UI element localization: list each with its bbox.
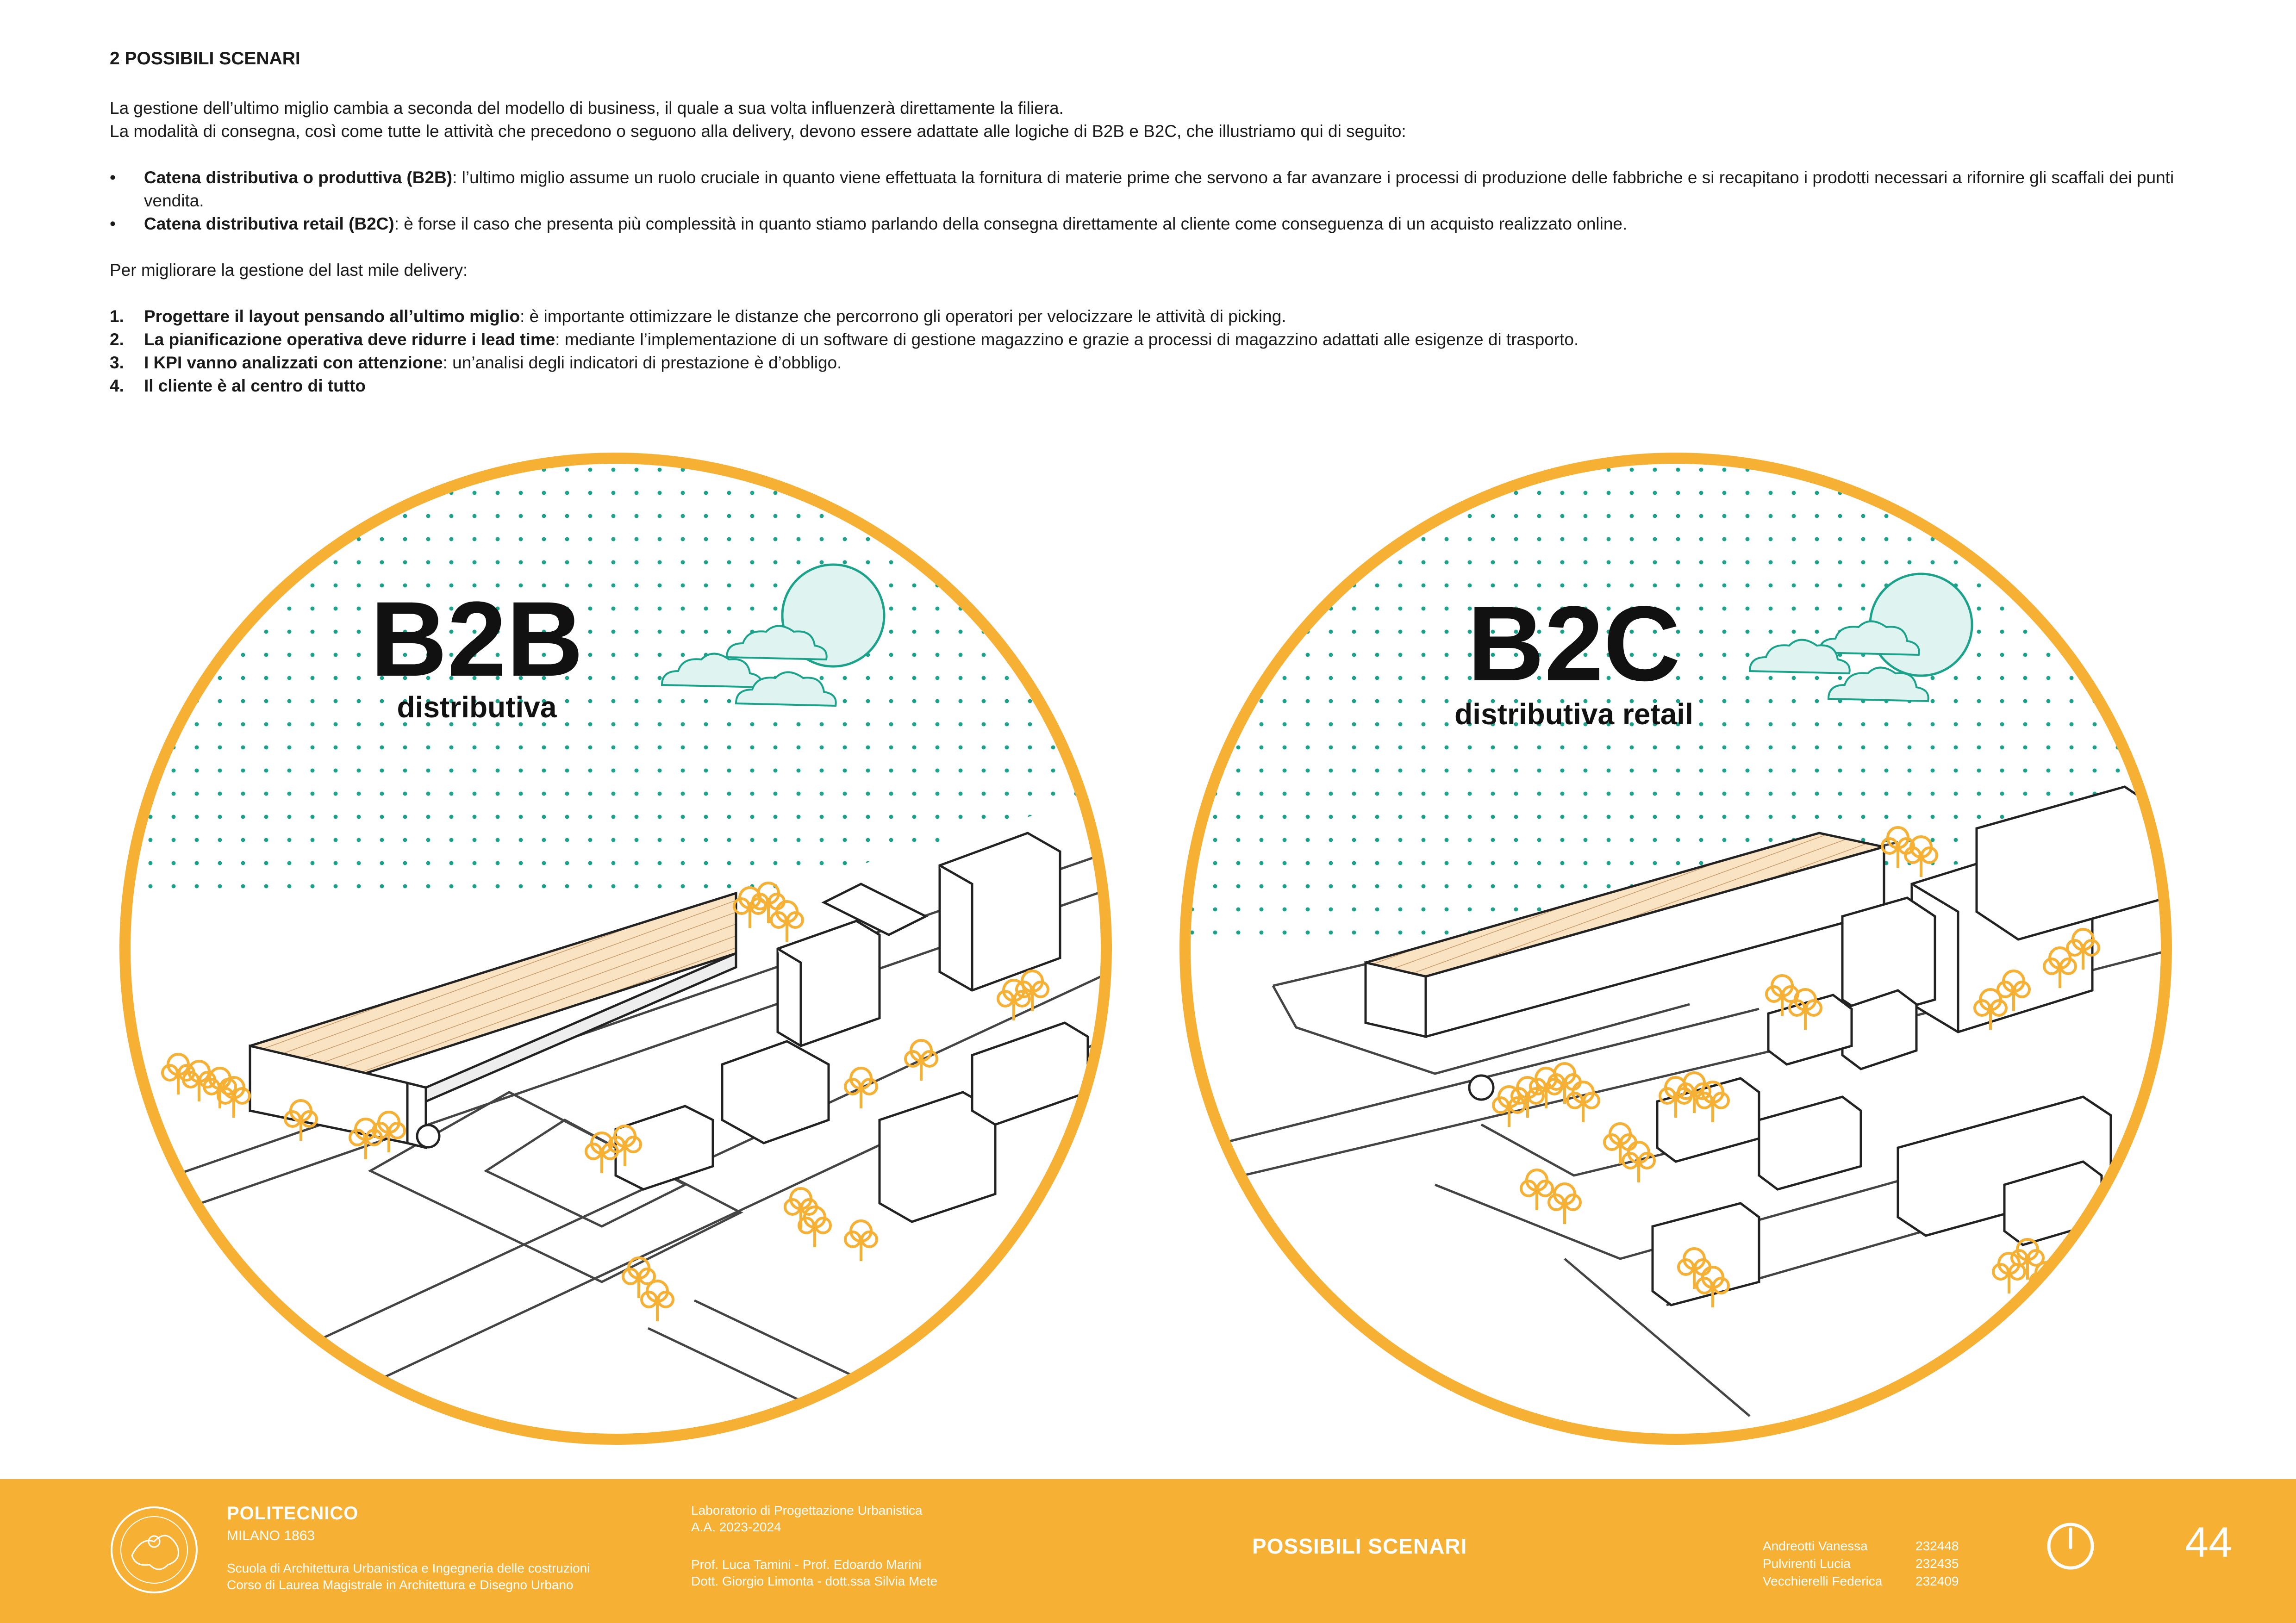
bullet-item: •Catena distributiva retail (B2C): è for… [110, 214, 1628, 233]
university-name: POLITECNICO [227, 1503, 359, 1524]
intro-line-2: La modalità di consegna, così come tutte… [110, 122, 1406, 141]
university-city: MILANO 1863 [227, 1528, 315, 1543]
bullet-item: •Catena distributiva o produttiva (B2B):… [110, 168, 2174, 210]
lab-name: Laboratorio di Progettazione Urbanistica [691, 1503, 923, 1517]
scene-title-b2b: B2B [370, 579, 583, 698]
improve-intro: Per migliorare la gestione del last mile… [110, 261, 468, 280]
intro-line-1: La gestione dell’ultimo miglio cambia a … [110, 99, 1064, 118]
professors-line-1: Prof. Luca Tamini - Prof. Edoardo Marini [691, 1557, 922, 1572]
step-item: 4.Il cliente è al centro di tutto [110, 376, 366, 395]
power-icon[interactable] [2045, 1521, 2096, 1572]
step-item: 2.La pianificazione operativa deve ridur… [110, 330, 1579, 349]
step-item: 1.Progettare il layout pensando all’ulti… [110, 307, 1286, 326]
scene-title-b2c: B2C [1467, 584, 1680, 703]
page-number: 44 [2185, 1519, 2233, 1566]
scenes-illustration: B2B distributiva B2C distributiva retail [119, 453, 2172, 1445]
footer-section-title: POSSIBILI SCENARI [1252, 1534, 1467, 1558]
scene-subtitle-b2b: distributiva [397, 690, 557, 724]
scenes: B2B distributiva B2C distributiva retail [0, 435, 2296, 1453]
steps-list: 1.Progettare il layout pensando all’ulti… [110, 305, 2193, 398]
step-item: 3.I KPI vanno analizzati con attenzione:… [110, 353, 842, 372]
professors-line-2: Dott. Giorgio Limonta - dott.ssa Silvia … [691, 1574, 938, 1588]
scene-subtitle-b2c: distributiva retail [1454, 697, 1693, 731]
section-heading: 2 POSSIBILI SCENARI [110, 49, 300, 68]
text-block: 2 POSSIBILI SCENARI La gestione dell’ult… [110, 49, 2193, 398]
school-line-2: Corso di Laurea Magistrale in Architettu… [227, 1578, 574, 1592]
school-line-1: Scuola di Architettura Urbanistica e Ing… [227, 1561, 590, 1575]
scene-b2b [119, 453, 1112, 1445]
bullet-list: •Catena distributiva o produttiva (B2B):… [110, 166, 2193, 236]
footer: POLITECNICO MILANO 1863 Scuola di Archit… [0, 1479, 2296, 1623]
politecnico-seal-icon [111, 1506, 198, 1593]
academic-year: A.A. 2023-2024 [691, 1520, 781, 1534]
scene-b2c [1179, 453, 2172, 1445]
